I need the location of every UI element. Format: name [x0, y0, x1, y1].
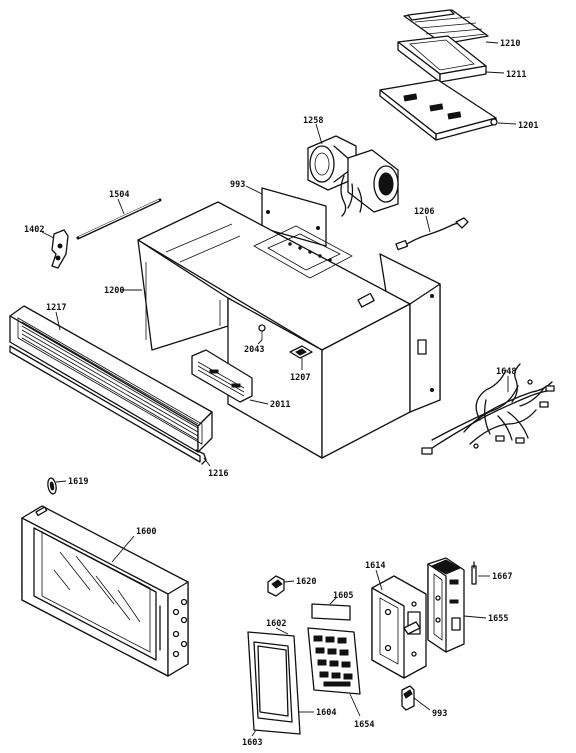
label-1207: 1207	[290, 373, 310, 383]
label-993: 993	[230, 180, 245, 190]
part-support-rod	[76, 198, 162, 240]
part-latch-1619	[47, 477, 57, 495]
part-vent-panel	[191, 349, 253, 403]
part-pin-1667	[471, 561, 477, 585]
part-clip-1216	[195, 449, 207, 465]
label-1667: 1667	[492, 572, 512, 582]
label-1210: 1210	[500, 39, 520, 49]
part-control-bracket	[371, 575, 427, 679]
part-mounting-plate	[379, 79, 498, 141]
part-switch-993	[401, 685, 415, 711]
part-vent-grille-top	[403, 9, 489, 45]
label-2043: 2043	[244, 345, 264, 355]
part-keypad	[307, 627, 361, 695]
label-1258: 1258	[303, 116, 323, 126]
label-1211: 1211	[506, 70, 526, 80]
label-1602: 1602	[266, 619, 286, 629]
label-2011: 2011	[270, 400, 290, 410]
part-panel-overlay	[311, 603, 351, 621]
label-1614: 1614	[365, 561, 385, 571]
part-bracket-1402	[51, 229, 69, 269]
label-1654: 1654	[354, 720, 374, 730]
label-1604: 1604	[316, 708, 336, 718]
part-wiring-harness	[421, 363, 555, 455]
label-1619: 1619	[68, 477, 88, 487]
label-1648: 1648	[496, 367, 516, 377]
label-1603: 1603	[242, 738, 262, 748]
part-cabinet-wrapper	[137, 187, 441, 459]
label-1655: 1655	[488, 614, 508, 624]
label-1201: 1201	[518, 121, 538, 131]
label-1200: 1200	[104, 286, 124, 296]
part-blower-motor	[307, 135, 399, 217]
part-screw-2043	[258, 324, 266, 340]
label-993-bottom: 993	[432, 709, 447, 719]
part-power-cord	[395, 217, 469, 251]
label-1605: 1605	[333, 591, 353, 601]
label-1600: 1600	[136, 527, 156, 537]
label-1402: 1402	[24, 225, 44, 235]
part-panel-frame	[247, 631, 301, 735]
label-1504: 1504	[109, 190, 129, 200]
label-1217: 1217	[46, 303, 66, 313]
part-knob-1620	[267, 575, 285, 597]
part-front-grille	[9, 305, 213, 463]
label-1206: 1206	[414, 207, 434, 217]
label-1620: 1620	[296, 577, 316, 587]
part-control-board	[427, 557, 465, 653]
label-1216: 1216	[208, 469, 228, 479]
part-door-assembly	[21, 505, 189, 677]
part-damper-frame	[397, 35, 487, 83]
part-plate-1207	[289, 345, 313, 359]
